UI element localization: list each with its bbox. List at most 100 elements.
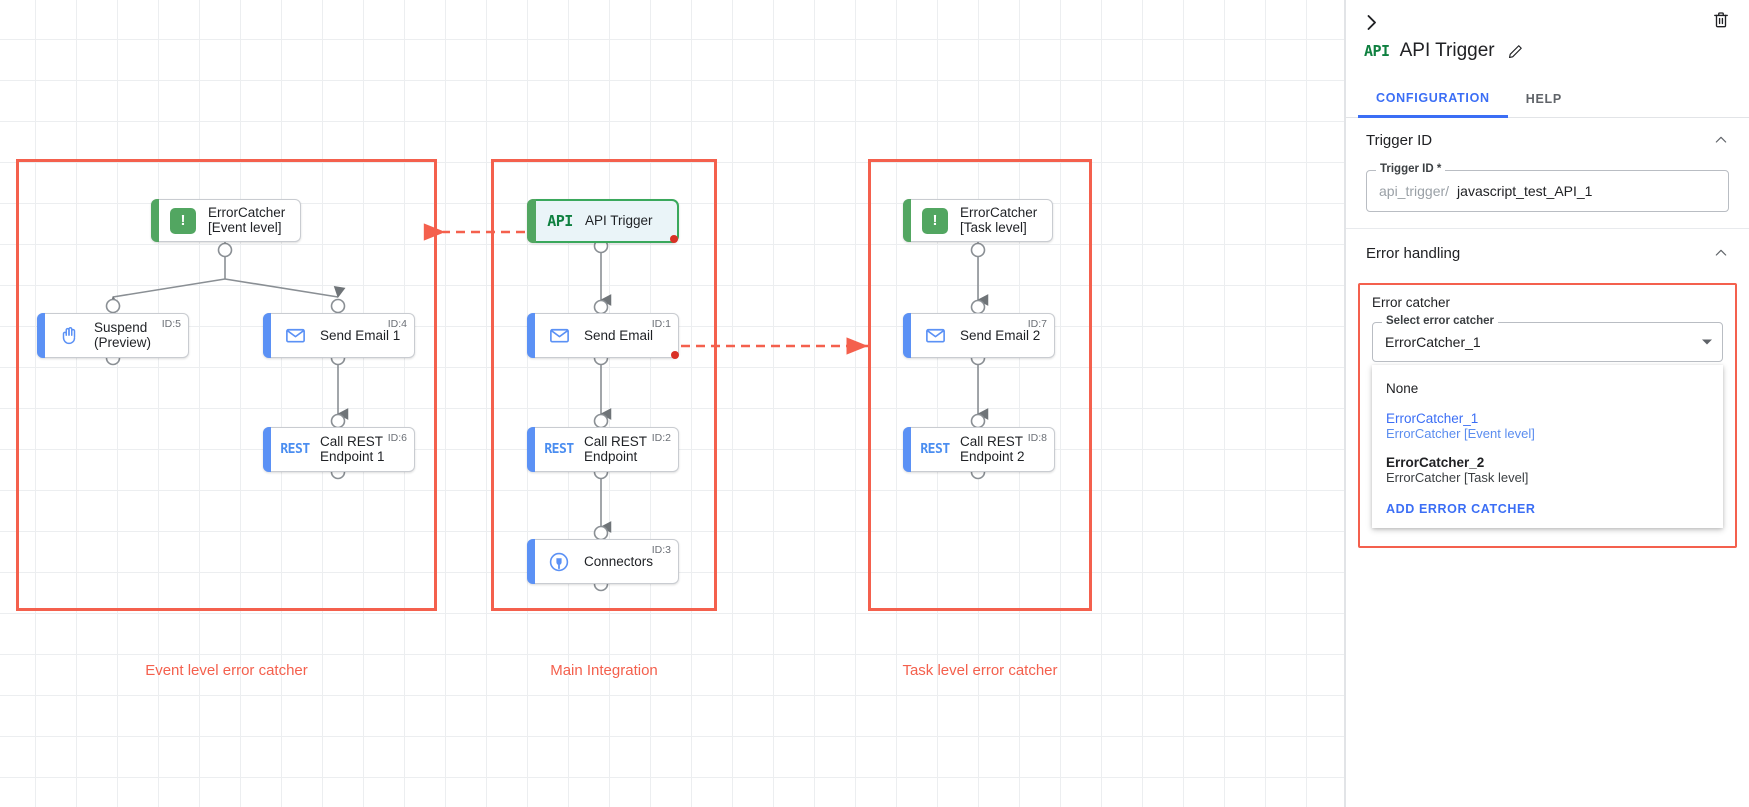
- node-call-rest-endpoint[interactable]: REST Call REST Endpoint ID:2: [527, 427, 679, 472]
- panel-title-row: API API Trigger: [1364, 40, 1524, 62]
- trigger-id-legend: Trigger ID *: [1376, 163, 1446, 175]
- group-label-event-level: Event level error catcher: [145, 662, 308, 679]
- node-accent-bar: [527, 199, 536, 243]
- canvas-right-edge: [1344, 0, 1345, 807]
- node-accent-bar: [37, 313, 45, 358]
- envelope-icon: [921, 322, 949, 350]
- flow-canvas[interactable]: ! ErrorCatcher [Event level] Suspend (Pr…: [0, 0, 1345, 807]
- chevron-up-icon[interactable]: [1713, 245, 1729, 261]
- node-id: ID:7: [1027, 318, 1047, 330]
- section-title: Trigger ID: [1366, 131, 1433, 149]
- page-title: API Trigger: [1399, 40, 1495, 61]
- menu-item-sublabel: ErrorCatcher [Event level]: [1386, 426, 1535, 441]
- node-accent-bar: [527, 427, 535, 472]
- api-icon: API: [1364, 42, 1390, 60]
- section-header-trigger-id[interactable]: Trigger ID: [1346, 118, 1749, 162]
- rest-icon: REST: [920, 442, 950, 457]
- node-error-dot: [671, 351, 679, 359]
- group-box-task-level[interactable]: [868, 159, 1092, 611]
- node-suspend[interactable]: Suspend (Preview) ID:5: [37, 313, 189, 358]
- trigger-id-prefix: api_trigger/: [1379, 183, 1450, 199]
- node-id: ID:1: [651, 318, 671, 330]
- node-label: Suspend (Preview): [94, 319, 152, 351]
- group-label-main-integration: Main Integration: [550, 662, 658, 679]
- node-api-trigger[interactable]: API API Trigger: [527, 199, 679, 243]
- group-box-main-integration[interactable]: [491, 159, 717, 611]
- error-catcher-box: Error catcher Select error catcher Error…: [1358, 283, 1737, 548]
- node-accent-bar: [903, 313, 911, 358]
- node-call-rest-endpoint-2[interactable]: REST Call REST Endpoint 2 ID:8: [903, 427, 1055, 472]
- node-call-rest-endpoint-1[interactable]: REST Call REST Endpoint 1 ID:6: [263, 427, 415, 472]
- error-catcher-select-legend: Select error catcher: [1382, 315, 1499, 327]
- node-id: ID:6: [387, 432, 407, 444]
- group-label-task-level: Task level error catcher: [902, 662, 1058, 679]
- menu-item-errorcatcher-2[interactable]: ErrorCatcher_2 ErrorCatcher [Task level]: [1372, 448, 1723, 492]
- node-label: Connectors: [584, 553, 654, 569]
- node-label: ErrorCatcher [Task level]: [960, 204, 1038, 236]
- trash-icon[interactable]: [1711, 10, 1735, 34]
- node-send-email-1[interactable]: Send Email 1 ID:4: [263, 313, 415, 358]
- node-accent-bar: [263, 427, 271, 472]
- group-box-event-level[interactable]: [16, 159, 437, 611]
- tab-configuration[interactable]: CONFIGURATION: [1358, 80, 1508, 118]
- panel-tabs: CONFIGURATION HELP: [1346, 80, 1749, 118]
- properties-panel: API API Trigger CONFIGURATION HELP Trigg…: [1345, 0, 1749, 807]
- node-id: ID:2: [651, 432, 671, 444]
- node-label: Send Email 2: [960, 327, 1041, 343]
- node-id: ID:4: [387, 318, 407, 330]
- node-label: ErrorCatcher [Event level]: [208, 204, 286, 236]
- node-label: Send Email 1: [320, 327, 401, 343]
- error-catcher-select[interactable]: Select error catcher ErrorCatcher_1: [1372, 315, 1723, 362]
- exclamation-icon: !: [169, 207, 197, 235]
- node-accent-bar: [527, 313, 535, 358]
- node-label: API Trigger: [585, 213, 653, 229]
- node-id: ID:8: [1027, 432, 1047, 444]
- trigger-id-field-wrap: Trigger ID * api_trigger/ javascript_tes…: [1346, 162, 1749, 228]
- section-header-error-handling[interactable]: Error handling: [1346, 229, 1749, 277]
- api-icon: API: [547, 212, 573, 230]
- rest-icon: REST: [280, 442, 310, 457]
- node-errorcatcher-event-level[interactable]: ! ErrorCatcher [Event level]: [151, 199, 301, 242]
- pencil-icon[interactable]: [1507, 43, 1524, 60]
- node-label: Call REST Endpoint 1: [320, 433, 385, 465]
- error-catcher-title: Error catcher: [1372, 295, 1451, 310]
- panel-header: API API Trigger: [1346, 0, 1749, 80]
- menu-item-label: ErrorCatcher_2: [1386, 455, 1485, 470]
- trigger-id-value: javascript_test_API_1: [1457, 183, 1593, 199]
- menu-item-errorcatcher-1[interactable]: ErrorCatcher_1 ErrorCatcher [Event level…: [1372, 404, 1723, 448]
- error-catcher-select-value: ErrorCatcher_1: [1385, 334, 1481, 350]
- chevron-right-icon[interactable]: [1358, 8, 1386, 36]
- node-accent-bar: [527, 539, 535, 584]
- menu-item-label: ErrorCatcher_1: [1386, 411, 1479, 426]
- section-divider: [1346, 228, 1749, 229]
- envelope-icon: [281, 322, 309, 350]
- node-accent-bar: [151, 199, 159, 242]
- section-title: Error handling: [1366, 244, 1461, 262]
- exclamation-icon: !: [921, 207, 949, 235]
- node-label: Call REST Endpoint 2: [960, 433, 1025, 465]
- chevron-down-icon[interactable]: [1702, 339, 1712, 345]
- tab-help[interactable]: HELP: [1525, 92, 1562, 106]
- node-accent-bar: [903, 199, 911, 242]
- menu-item-none[interactable]: None: [1372, 373, 1723, 404]
- trigger-id-input[interactable]: Trigger ID * api_trigger/ javascript_tes…: [1366, 163, 1729, 212]
- menu-item-sublabel: ErrorCatcher [Task level]: [1386, 470, 1529, 485]
- add-error-catcher-button[interactable]: ADD ERROR CATCHER: [1386, 502, 1536, 516]
- node-accent-bar: [903, 427, 911, 472]
- node-accent-bar: [263, 313, 271, 358]
- node-send-email-2[interactable]: Send Email 2 ID:7: [903, 313, 1055, 358]
- envelope-icon: [545, 322, 573, 350]
- node-label: Send Email: [584, 327, 654, 343]
- chevron-up-icon[interactable]: [1713, 132, 1729, 148]
- menu-item-label: None: [1386, 381, 1419, 396]
- rest-icon: REST: [544, 442, 574, 457]
- node-connectors[interactable]: Connectors ID:3: [527, 539, 679, 584]
- error-catcher-dropdown-menu[interactable]: None ErrorCatcher_1 ErrorCatcher [Event …: [1372, 365, 1723, 528]
- node-label: Call REST Endpoint: [584, 433, 648, 465]
- node-send-email[interactable]: Send Email ID:1: [527, 313, 679, 359]
- connectors-icon: [545, 548, 573, 576]
- node-error-dot: [670, 235, 678, 243]
- node-errorcatcher-task-level[interactable]: ! ErrorCatcher [Task level]: [903, 199, 1053, 242]
- node-id: ID:3: [651, 544, 671, 556]
